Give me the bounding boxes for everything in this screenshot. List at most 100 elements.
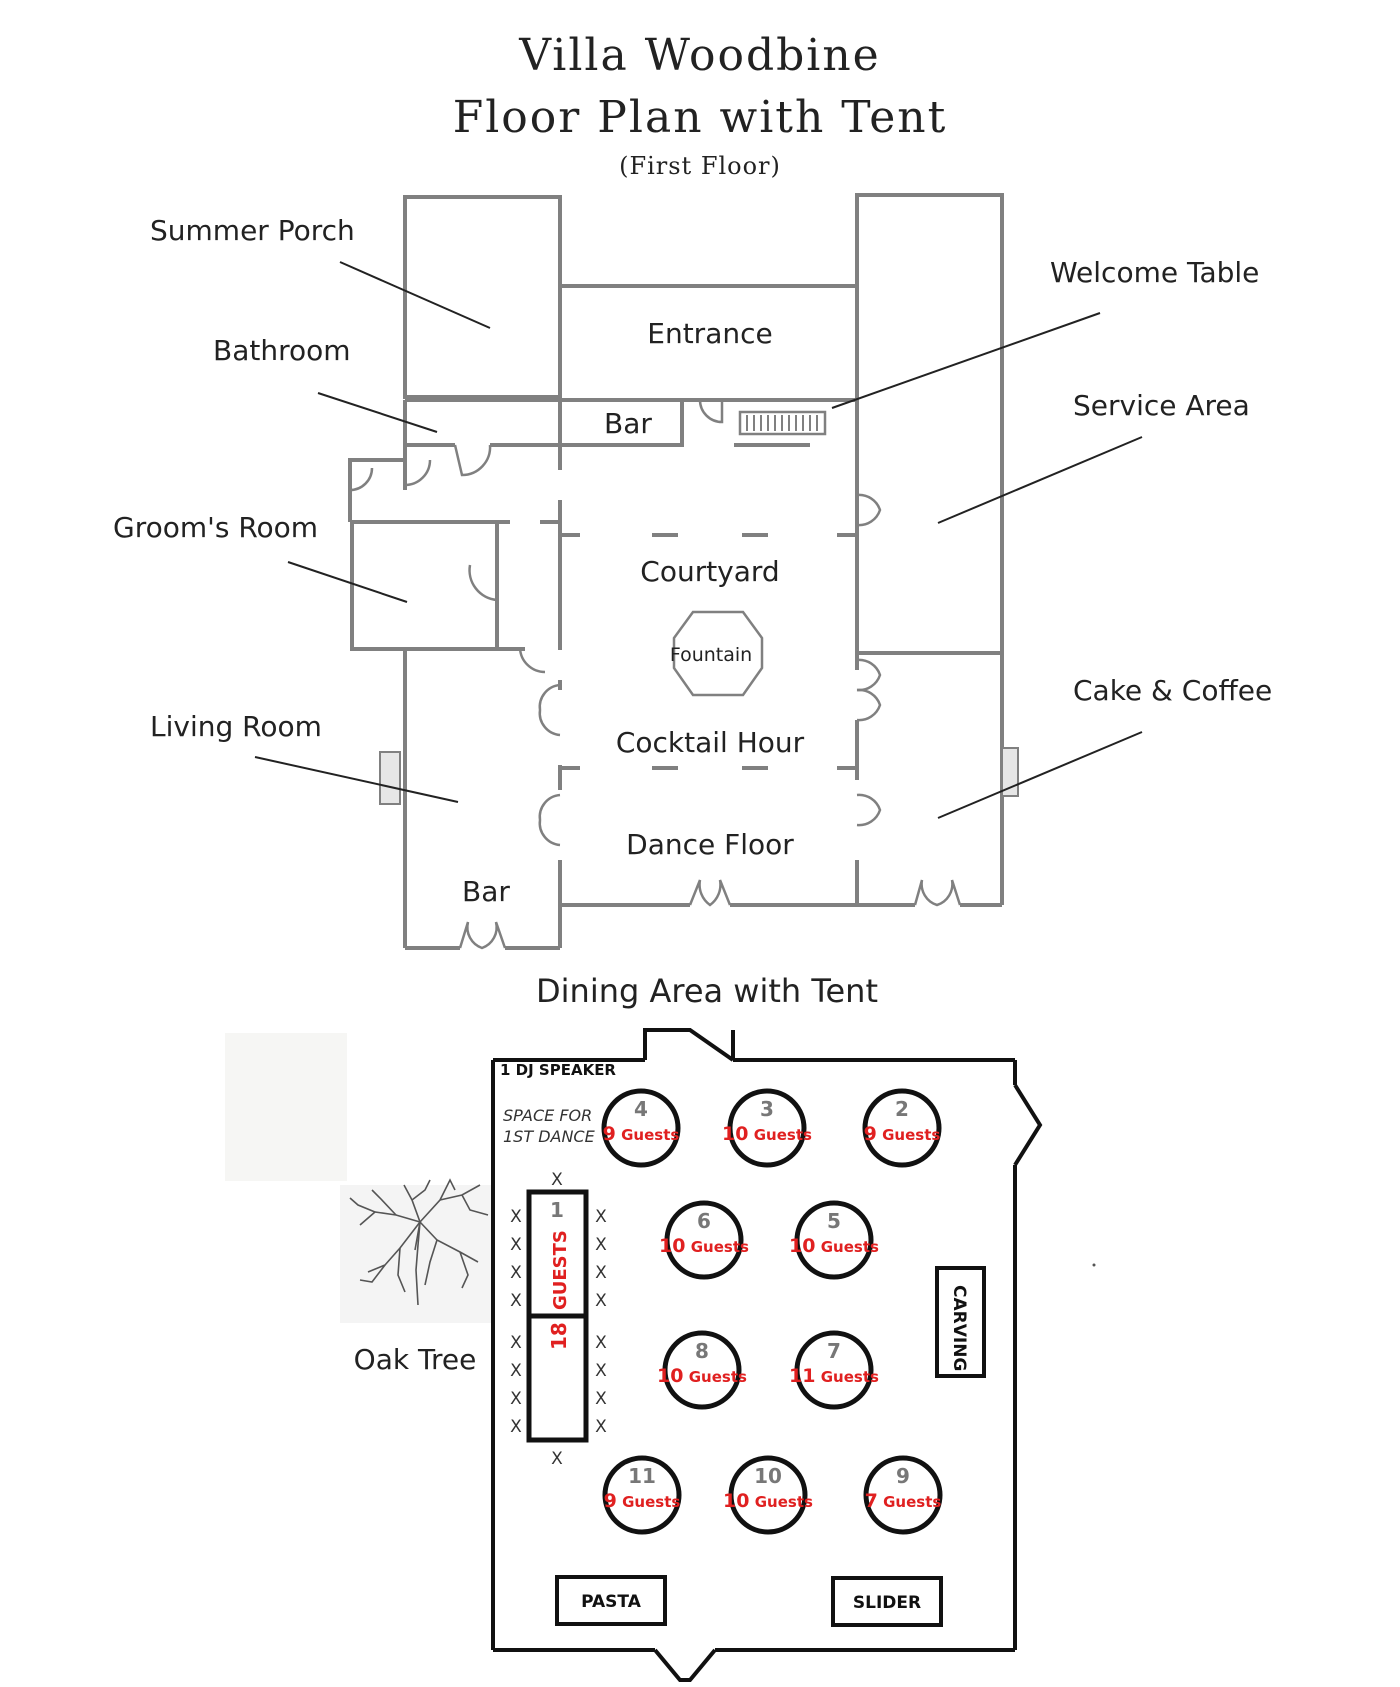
- table-guest-count: 10: [722, 1123, 748, 1145]
- label-cake-coffee: Cake & Coffee: [1073, 674, 1272, 707]
- seat-mark: X: [510, 1291, 522, 1311]
- room-entrance: Entrance: [647, 317, 772, 350]
- svg-text:10 Guests: 10 Guests: [659, 1235, 749, 1257]
- table-number: 2: [895, 1097, 909, 1121]
- table-10: 10 10 Guests: [723, 1455, 813, 1535]
- label-living-room: Living Room: [150, 710, 322, 743]
- table-number: 8: [695, 1339, 709, 1363]
- head-table-number: 1: [550, 1198, 564, 1222]
- seat-mark: X: [510, 1361, 522, 1381]
- floor-plan-doors: [349, 399, 962, 950]
- callout-leaders: [254, 261, 1143, 819]
- seat-mark: X: [595, 1291, 607, 1311]
- svg-text:10 Guests: 10 Guests: [789, 1235, 879, 1257]
- seat-mark: X: [595, 1333, 607, 1353]
- label-summer-porch: Summer Porch: [150, 214, 355, 247]
- table-guest-label: Guests: [821, 1368, 879, 1386]
- table-guest-count: 10: [659, 1235, 685, 1257]
- table-11: 11 9 Guests: [602, 1455, 682, 1535]
- pasta-label: PASTA: [581, 1592, 642, 1612]
- svg-text:10 Guests: 10 Guests: [723, 1490, 813, 1512]
- table-guest-count: 10: [789, 1235, 815, 1257]
- label-grooms-room: Groom's Room: [113, 511, 318, 544]
- table-3: 3 10 Guests: [722, 1088, 812, 1168]
- dj-speaker-label: 1 DJ SPEAKER: [500, 1061, 616, 1079]
- head-table-seats: X X X X X X X X X X X X X X X X X X: [510, 1170, 607, 1469]
- seat-mark: X: [510, 1263, 522, 1283]
- seat-mark: X: [551, 1170, 563, 1190]
- tent-outline: [491, 1028, 1043, 1682]
- pasta-station: PASTA: [555, 1575, 667, 1626]
- seat-mark: X: [595, 1207, 607, 1227]
- table-number: 6: [697, 1209, 711, 1233]
- room-dance-floor: Dance Floor: [626, 828, 794, 861]
- table-guest-label: Guests: [621, 1126, 679, 1144]
- slider-label: SLIDER: [853, 1593, 921, 1613]
- table-guest-count: 9: [603, 1123, 616, 1145]
- first-dance-line-2: 1ST DANCE: [503, 1127, 596, 1146]
- table-number: 11: [628, 1464, 656, 1488]
- table-guest-label: Guests: [689, 1368, 747, 1386]
- oak-tree-icon: [349, 1178, 489, 1306]
- table-guest-count: 10: [723, 1490, 749, 1512]
- first-dance-line-1: SPACE FOR: [503, 1106, 592, 1125]
- slider-station: SLIDER: [831, 1576, 943, 1627]
- room-cocktail-hour: Cocktail Hour: [616, 726, 805, 759]
- seat-mark: X: [510, 1417, 522, 1437]
- seat-mark: X: [510, 1207, 522, 1227]
- table-7: 7 11 Guests: [789, 1330, 879, 1410]
- seat-mark: X: [510, 1389, 522, 1409]
- seat-mark: X: [595, 1235, 607, 1255]
- svg-text:9 Guests: 9 Guests: [864, 1123, 941, 1145]
- table-guest-label: Guests: [754, 1126, 812, 1144]
- welcome-table-shape: [738, 410, 827, 436]
- head-table-guests-label: GUESTS: [550, 1230, 571, 1310]
- seat-mark: X: [510, 1333, 522, 1353]
- label-service-area: Service Area: [1073, 389, 1250, 422]
- label-oak-tree: Oak Tree: [354, 1343, 477, 1376]
- title-line-1: Villa Woodbine: [519, 30, 881, 81]
- table-8: 8 10 Guests: [657, 1330, 747, 1410]
- table-number: 5: [827, 1209, 841, 1233]
- table-guest-count: 7: [865, 1490, 878, 1512]
- table-guest-count: 9: [604, 1490, 617, 1512]
- table-guest-count: 9: [864, 1123, 877, 1145]
- table-number: 4: [634, 1097, 648, 1121]
- table-number: 9: [896, 1464, 910, 1488]
- head-table: 1 GUESTS 18: [526, 1189, 589, 1443]
- table-4: 4 9 Guests: [601, 1088, 681, 1168]
- svg-text:9 Guests: 9 Guests: [604, 1490, 681, 1512]
- table-guest-label: Guests: [821, 1238, 879, 1256]
- table-2: 2 9 Guests: [862, 1088, 942, 1168]
- table-number: 3: [760, 1097, 774, 1121]
- svg-text:10 Guests: 10 Guests: [657, 1365, 747, 1387]
- head-table-guests-count: 18: [547, 1322, 571, 1350]
- table-guest-label: Guests: [882, 1126, 940, 1144]
- label-welcome-table: Welcome Table: [1050, 256, 1259, 289]
- seat-mark: X: [595, 1263, 607, 1283]
- fountain-shape: [672, 610, 764, 697]
- label-bathroom: Bathroom: [213, 334, 351, 367]
- table-number: 7: [827, 1339, 841, 1363]
- seat-mark: X: [595, 1361, 607, 1381]
- svg-text:10 Guests: 10 Guests: [722, 1123, 812, 1145]
- seat-mark: X: [551, 1449, 563, 1469]
- table-guest-label: Guests: [622, 1493, 680, 1511]
- table-9: 9 7 Guests: [863, 1455, 943, 1535]
- seat-mark: X: [595, 1389, 607, 1409]
- table-6: 6 10 Guests: [659, 1200, 749, 1280]
- carving-station: CARVING: [935, 1266, 986, 1378]
- table-number: 10: [754, 1464, 782, 1488]
- seat-mark: X: [595, 1417, 607, 1437]
- room-bar-bottom: Bar: [462, 875, 510, 908]
- table-guest-count: 11: [789, 1365, 815, 1387]
- title-line-2: Floor Plan with Tent: [452, 92, 948, 143]
- table-guest-label: Guests: [883, 1493, 941, 1511]
- table-guest-label: Guests: [691, 1238, 749, 1256]
- seat-mark: X: [510, 1235, 522, 1255]
- svg-text:11 Guests: 11 Guests: [789, 1365, 879, 1387]
- room-bar-top: Bar: [604, 407, 652, 440]
- table-guest-label: Guests: [755, 1493, 813, 1511]
- svg-text:7 Guests: 7 Guests: [865, 1490, 942, 1512]
